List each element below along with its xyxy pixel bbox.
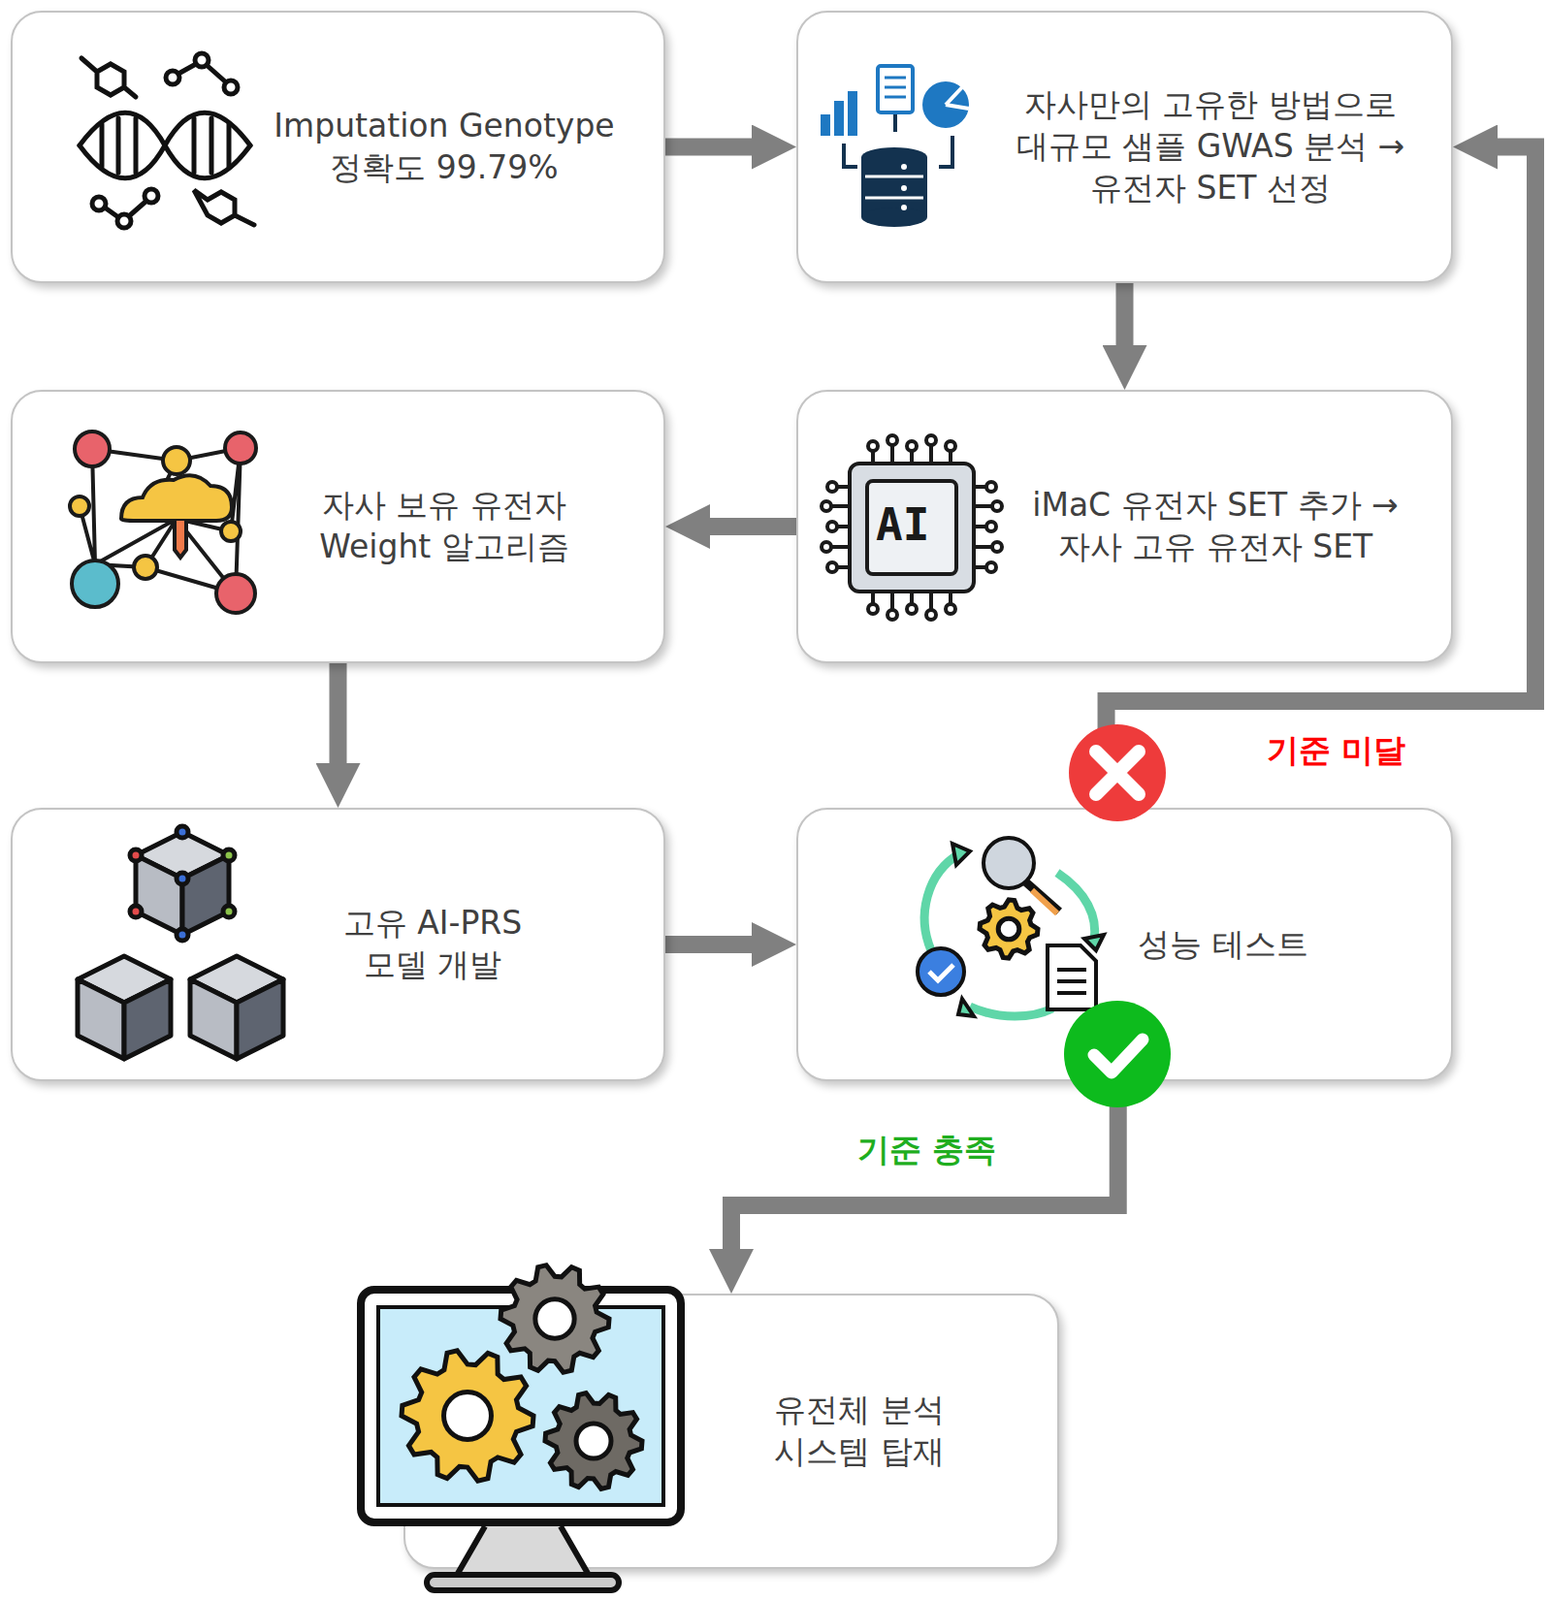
process-box: 고유 AI-PRS 모델 개발 (10, 807, 666, 1082)
text-area: 자사 보유 유전자 Weight 알고리즘 (279, 391, 610, 662)
process-box: 자사만의 고유한 방법으로 대규모 샘플 GWAS 분석 →유전자 SET 선정 (796, 10, 1453, 284)
chip-label: AI (875, 498, 930, 551)
text-area: 성능 테스트 (1106, 809, 1340, 1080)
text-area: 자사만의 고유한 방법으로 대규모 샘플 GWAS 분석 →유전자 SET 선정 (977, 12, 1444, 282)
flow-arrow (731, 1081, 1119, 1250)
box-text: 자사만의 고유한 방법으로 대규모 샘플 GWAS 분석 →유전자 SET 선정 (977, 84, 1444, 210)
flow-arrow (1116, 283, 1134, 346)
flow-arrow (709, 517, 797, 536)
process-box: 자사 보유 유전자 Weight 알고리즘 (10, 389, 666, 664)
process-box: 유전체 분석 시스템 탑재 (403, 1293, 1060, 1570)
text-area: iMaC 유전자 SET 추가 →자사 고유 유전자 SET (1021, 391, 1410, 662)
edge-label: 기준 충족 (853, 1128, 1001, 1173)
box-text: Imputation Genotype 정확도 99.79% (269, 105, 619, 190)
text-area: Imputation Genotype 정확도 99.79% (269, 12, 619, 282)
box-text: 성능 테스트 (1106, 924, 1340, 967)
box-text: iMaC 유전자 SET 추가 →자사 고유 유전자 SET (1021, 484, 1410, 569)
flow-arrow (665, 935, 752, 954)
process-box: Imputation Genotype 정확도 99.79% (10, 10, 666, 284)
flow-arrow (329, 663, 348, 764)
process-box: 성능 테스트 (796, 807, 1453, 1082)
text-area: 고유 AI-PRS 모델 개발 (325, 809, 540, 1080)
box-text: 고유 AI-PRS 모델 개발 (325, 903, 540, 987)
fail-badge (1068, 724, 1166, 822)
text-area: 유전체 분석 시스템 탑재 (752, 1295, 967, 1568)
flow-arrow (665, 138, 752, 157)
box-text: 자사 보유 유전자 Weight 알고리즘 (279, 484, 610, 569)
edge-label: 기준 미달 (1262, 729, 1411, 774)
box-text: 유전체 분석 시스템 탑재 (752, 1389, 967, 1474)
